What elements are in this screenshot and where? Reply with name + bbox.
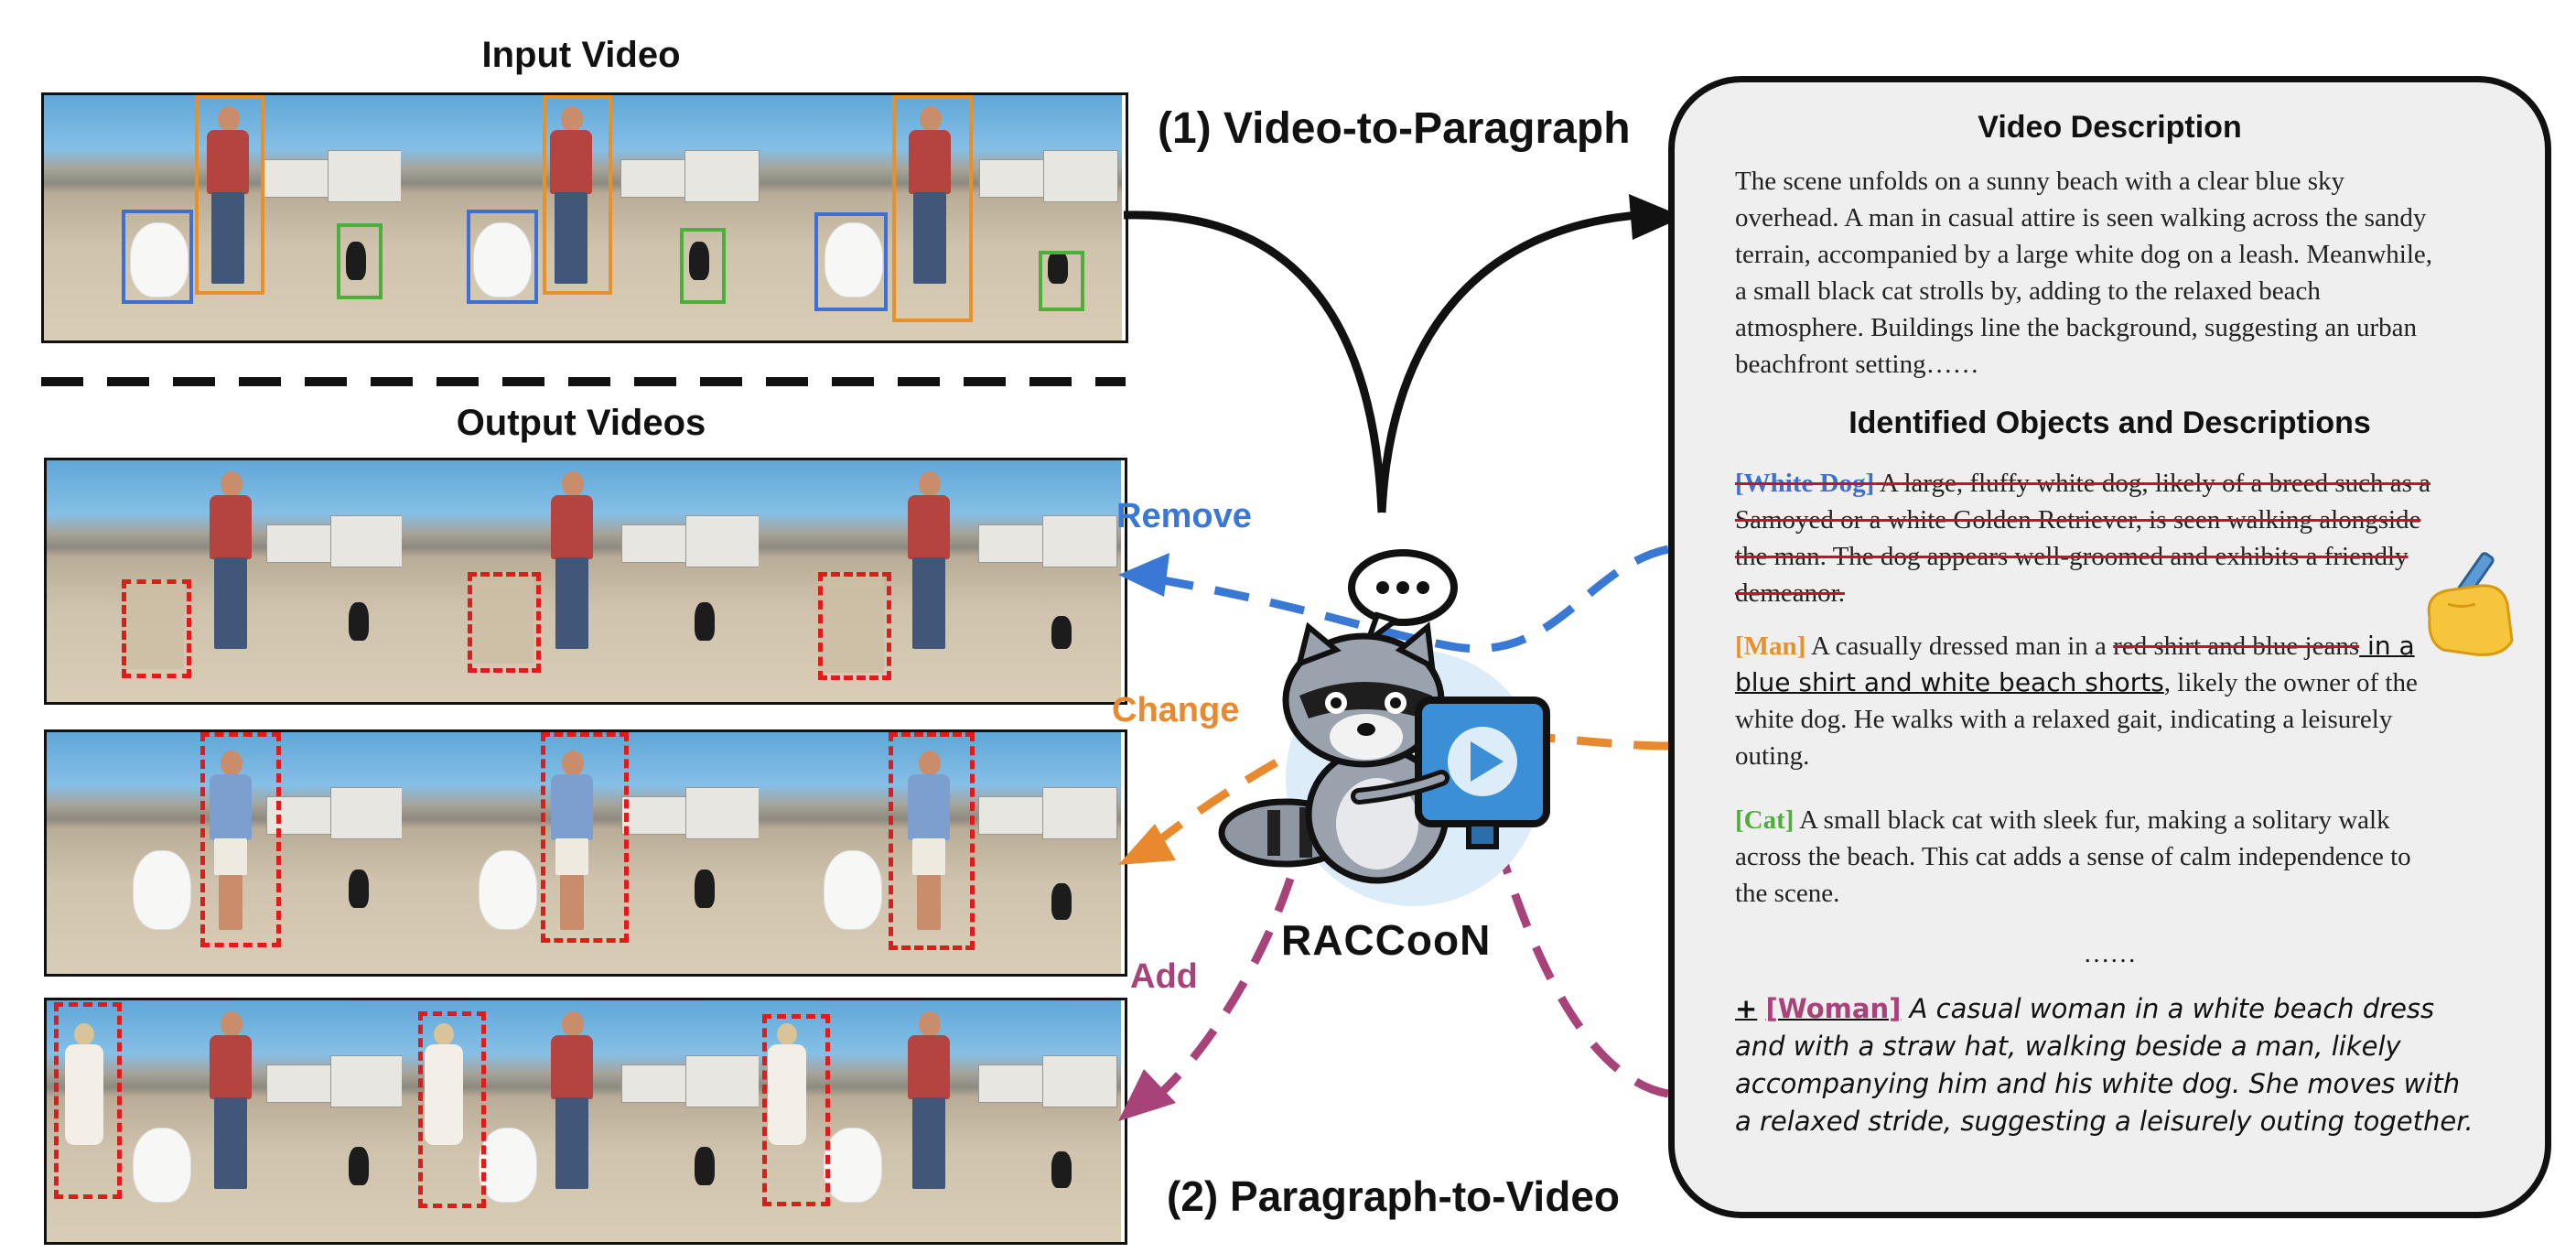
object-man: [Man] A casually dressed man in a red sh… (1735, 628, 2440, 774)
change-label: Change (1112, 691, 1240, 729)
add-label: Add (1130, 957, 1198, 996)
object-cat-text: A small black cat with sleek fur, making… (1735, 805, 2411, 908)
output-videos-title: Output Videos (456, 403, 706, 443)
object-man-tag: [Man] (1735, 632, 1806, 661)
input-frame-3 (760, 95, 1122, 340)
description-panel (1668, 76, 2551, 1218)
cat-box (337, 223, 383, 299)
object-woman-text: A casual woman in a white beach dress an… (1735, 993, 2474, 1137)
video-description-heading: Video Description (1978, 110, 2242, 145)
object-cat: [Cat] A small black cat with sleek fur, … (1735, 802, 2440, 912)
input-frame-2 (401, 95, 761, 340)
monitor-icon (1415, 697, 1550, 849)
object-man-text-pre: A casually dressed man in a (1805, 632, 2114, 661)
video-to-paragraph-arrow-in (1123, 211, 1386, 513)
object-woman: + [Woman] A casual woman in a white beac… (1735, 990, 2476, 1140)
added-woman-box (54, 1002, 122, 1199)
raccoon-mascot-icon (1218, 549, 1550, 906)
object-man-added-text: in a blue shirt and white beach shorts (1735, 631, 2415, 697)
object-white-dog: [White Dog] A large, fluffy white dog, l… (1735, 465, 2444, 611)
speech-bubble-icon (1348, 549, 1458, 649)
man-box (195, 95, 264, 295)
removed-dog-box (122, 579, 191, 678)
object-white-dog-tag: [White Dog] (1735, 469, 1875, 498)
video-description-text: The scene unfolds on a sunny beach with … (1735, 167, 2433, 379)
step1-label: (1) Video-to-Paragraph (1158, 104, 1631, 153)
input-video-title: Input Video (481, 35, 681, 75)
object-man-text-post: , likely the owner of the white dog. He … (1735, 668, 2418, 771)
input-video-strip (41, 92, 1128, 343)
object-woman-tag: [Woman] (1765, 993, 1902, 1024)
video-to-paragraph-arrow-out (1377, 211, 1639, 513)
dog-box (122, 210, 193, 304)
output-change-strip (44, 729, 1127, 977)
objects-heading: Identified Objects and Descriptions (1848, 405, 2371, 440)
step2-label: (2) Paragraph-to-Video (1167, 1172, 1620, 1220)
object-woman-plus: + (1735, 993, 1758, 1024)
output-add-strip (44, 998, 1127, 1245)
output-remove-strip (44, 458, 1127, 705)
objects-ellipsis: …… (2083, 939, 2137, 968)
input-frame-1 (44, 95, 403, 340)
remove-label: Remove (1116, 497, 1252, 535)
changed-man-box (200, 732, 281, 947)
object-man-removed-text: red shirt and blue jeans (2113, 632, 2360, 661)
model-name: RACCooN (1281, 916, 1492, 964)
writing-hand-icon (2427, 552, 2514, 656)
separator-line (41, 377, 1126, 386)
object-cat-tag: [Cat] (1735, 805, 1795, 835)
object-white-dog-text: A large, fluffy white dog, likely of a b… (1735, 469, 2431, 608)
